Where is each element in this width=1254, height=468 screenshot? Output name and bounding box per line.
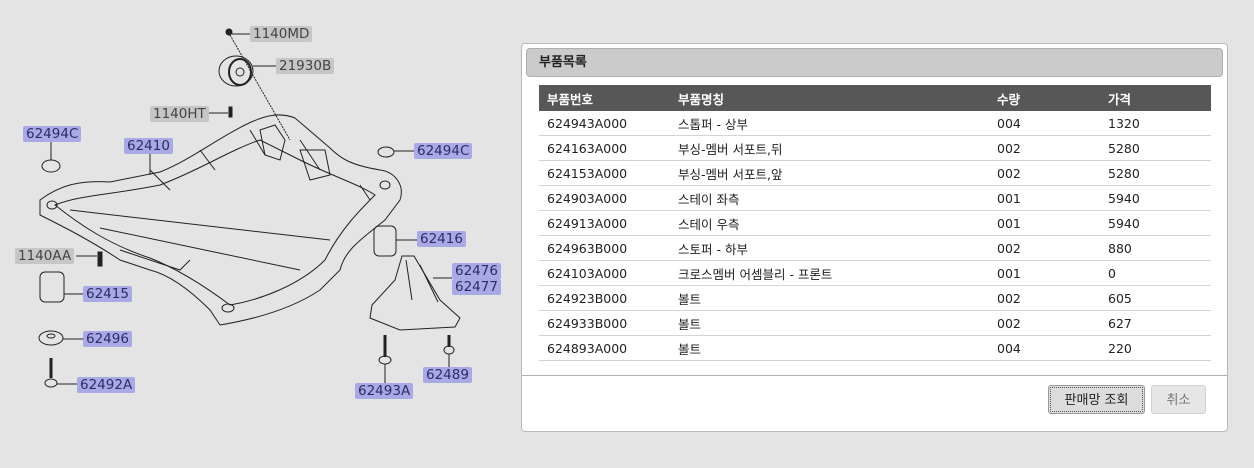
- cell-part-number: 624963B000: [539, 235, 670, 261]
- cell-price: 5280: [1100, 135, 1211, 161]
- cell-part-name: 부싱-멤버 서포트,앞: [670, 160, 989, 186]
- panel-header: 부품목록: [526, 48, 1223, 77]
- cell-quantity: 002: [989, 235, 1100, 261]
- cell-price: 627: [1100, 310, 1211, 336]
- cell-part-name: 스토퍼 - 하부: [670, 235, 989, 261]
- column-header-part-number: 부품번호: [539, 85, 670, 111]
- column-header-price: 가격: [1100, 85, 1211, 111]
- callout-label-62477[interactable]: 62477: [452, 279, 501, 295]
- table-header-row: 부품번호 부품명칭 수량 가격: [539, 85, 1211, 111]
- cell-price: 880: [1100, 235, 1211, 261]
- callout-label-62494c-left[interactable]: 62494C: [23, 126, 82, 142]
- cell-part-name: 스톱퍼 - 상부: [670, 111, 989, 136]
- cell-price: 5280: [1100, 160, 1211, 186]
- callout-label-1140md: 1140MD: [250, 26, 313, 42]
- callout-label-62494c-right[interactable]: 62494C: [414, 143, 473, 159]
- callout-label-62492a[interactable]: 62492A: [77, 377, 136, 393]
- callout-label-1140aa: 1140AA: [15, 248, 75, 264]
- callout-label-62476[interactable]: 62476: [452, 263, 501, 279]
- cell-part-number: 624943A000: [539, 111, 670, 136]
- callout-label-62416[interactable]: 62416: [417, 231, 466, 247]
- cell-price: 5940: [1100, 210, 1211, 236]
- callout-label-62410[interactable]: 62410: [124, 138, 173, 154]
- cell-quantity: 001: [989, 185, 1100, 211]
- callout-label-62496[interactable]: 62496: [83, 331, 132, 347]
- callout-label-62493a[interactable]: 62493A: [355, 383, 414, 399]
- parts-diagram: 1140MD 21930B 1140HT 62494C 62410 62494C 62416…: [0, 0, 520, 468]
- cell-price: 220: [1100, 335, 1211, 361]
- crossmember-drawing: [38, 28, 461, 388]
- cell-part-name: 크로스멤버 어셈블리 - 프론트: [670, 260, 989, 286]
- cell-quantity: 002: [989, 160, 1100, 186]
- callout-label-21930b: 21930B: [276, 58, 335, 74]
- cell-part-name: 볼트: [670, 310, 989, 336]
- cell-part-name: 볼트: [670, 335, 989, 361]
- cell-part-name: 스테이 좌측: [670, 185, 989, 211]
- column-header-part-name: 부품명칭: [670, 85, 989, 111]
- cell-quantity: 002: [989, 135, 1100, 161]
- cell-quantity: 001: [989, 260, 1100, 286]
- cell-part-number: 624163A000: [539, 135, 670, 161]
- cancel-button[interactable]: 취소: [1151, 385, 1206, 414]
- cell-quantity: 004: [989, 335, 1100, 361]
- cell-part-name: 볼트: [670, 285, 989, 311]
- cell-part-number: 624913A000: [539, 210, 670, 236]
- cell-part-name: 부싱-멤버 서포트,뒤: [670, 135, 989, 161]
- callout-label-62415[interactable]: 62415: [83, 286, 132, 302]
- callout-label-62489[interactable]: 62489: [423, 367, 472, 383]
- cell-quantity: 002: [989, 285, 1100, 311]
- cell-quantity: 002: [989, 310, 1100, 336]
- cell-part-name: 스테이 우측: [670, 210, 989, 236]
- cell-quantity: 001: [989, 210, 1100, 236]
- cell-part-number: 624923B000: [539, 285, 670, 311]
- cell-quantity: 004: [989, 111, 1100, 136]
- cell-part-number: 624933B000: [539, 310, 670, 336]
- cell-part-number: 624153A000: [539, 160, 670, 186]
- cell-price: 605: [1100, 285, 1211, 311]
- cell-part-number: 624103A000: [539, 260, 670, 286]
- cell-part-number: 624903A000: [539, 185, 670, 211]
- cell-part-number: 624893A000: [539, 335, 670, 361]
- cell-price: 0: [1100, 260, 1211, 286]
- footer-divider: [522, 375, 1227, 376]
- panel-title: 부품목록: [539, 55, 587, 70]
- dealer-lookup-button[interactable]: 판매망 조회: [1048, 385, 1145, 414]
- cell-price: 1320: [1100, 111, 1211, 136]
- cell-price: 5940: [1100, 185, 1211, 211]
- callout-label-1140ht: 1140HT: [150, 106, 209, 122]
- column-header-quantity: 수량: [989, 85, 1100, 111]
